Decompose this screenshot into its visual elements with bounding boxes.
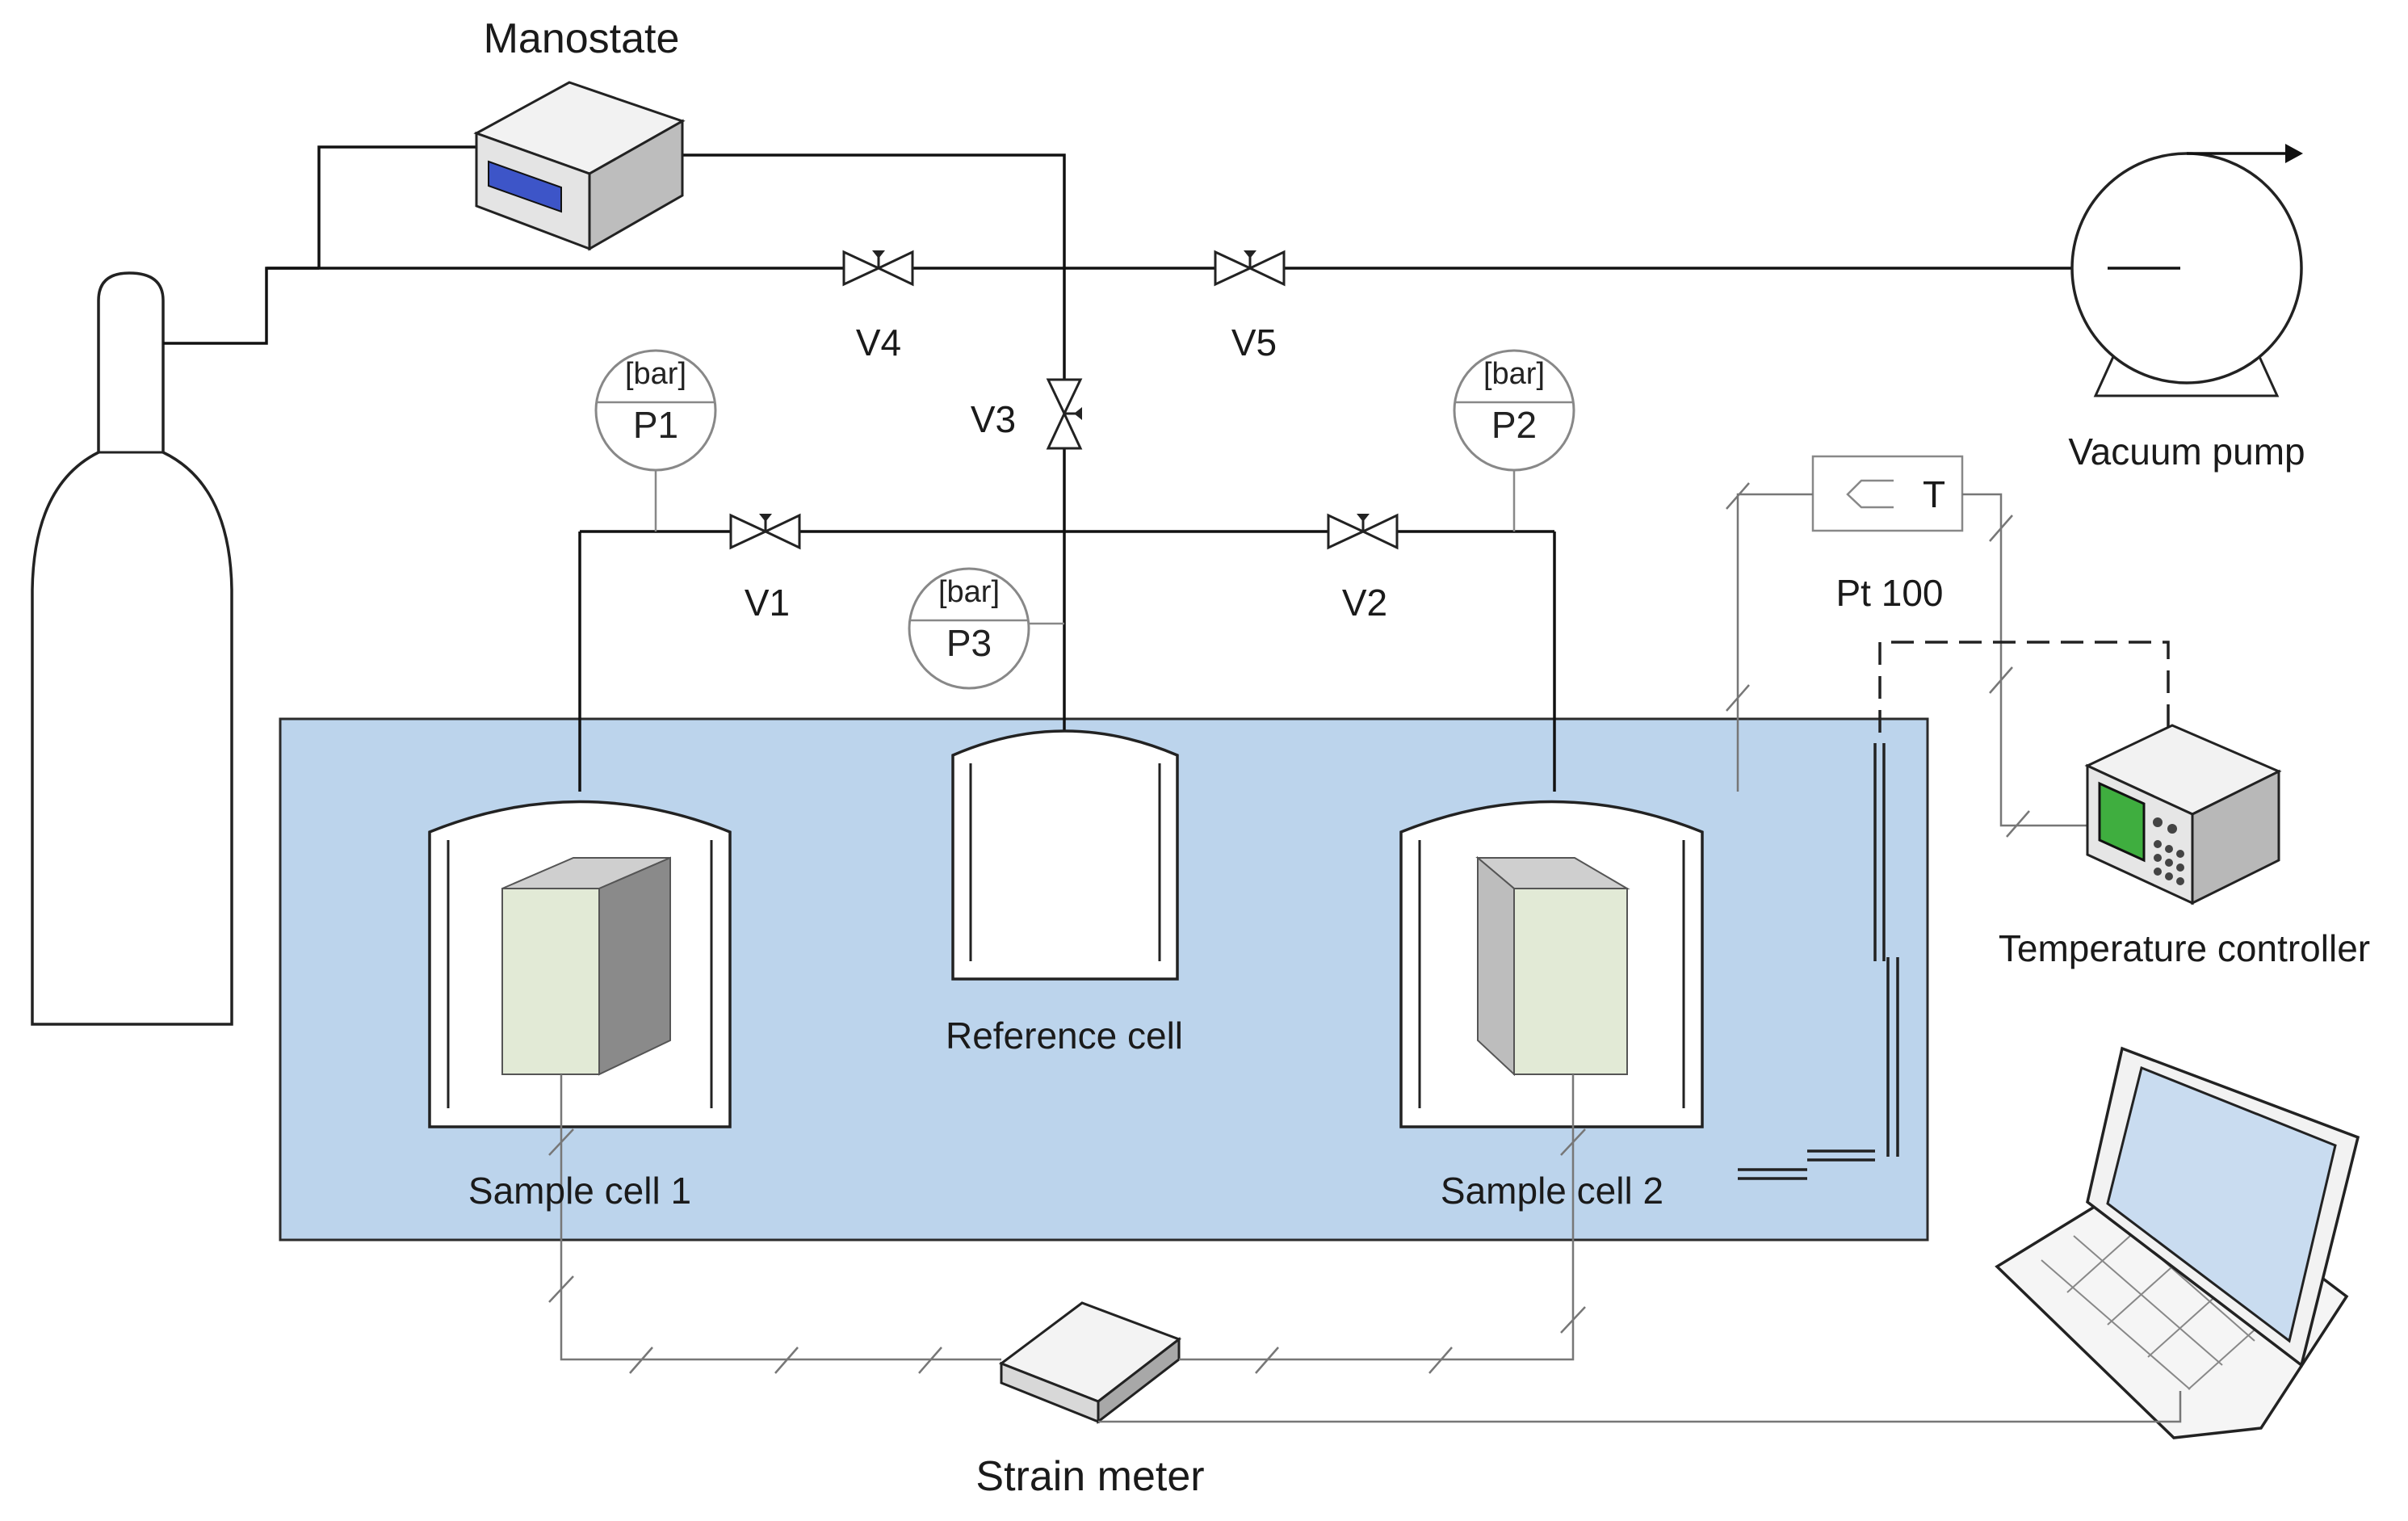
sample-block-1-front (501, 888, 600, 1075)
gauge-p3-id: P3 (946, 622, 992, 664)
gauge-p2-id: P2 (1491, 404, 1537, 446)
pt100-wire-right (1962, 493, 2098, 827)
laptop-computer (1995, 1046, 2360, 1439)
supply-pipe (163, 267, 319, 345)
gauge-p3-unit: [bar] (938, 575, 1000, 609)
valve-v3[interactable] (1046, 378, 1083, 450)
strain-wire-cell-1 (560, 1074, 1001, 1361)
strain-wire-cell-2 (1179, 1074, 1575, 1361)
temperature-controller (2084, 724, 2282, 905)
valve-v2-label: V2 (1342, 582, 1387, 624)
manostate-display (488, 160, 562, 213)
sample-block-2-front (1513, 888, 1628, 1075)
control-dashed-line (1878, 641, 2170, 743)
vacuum-pump-label: Vacuum pump (2068, 431, 2305, 473)
gauge-p2-unit: [bar] (1483, 357, 1545, 391)
valve-v1-label: V1 (745, 582, 790, 624)
laptop-screen (2106, 1065, 2337, 1343)
pt100-label: Pt 100 (1836, 572, 1944, 614)
pressure-gauge-p2: [bar] P2 (1453, 349, 1575, 532)
wire-ticks-pt100 (1726, 482, 2030, 838)
strain-meter-label: Strain meter (975, 1453, 1204, 1500)
reference-cell (951, 729, 1179, 981)
sample-cell-1 (428, 800, 732, 1128)
sample-block-2-side (1477, 855, 1515, 1077)
temperature-controller-label: Temperature controller (1999, 927, 2370, 969)
gauge-p1-unit: [bar] (625, 357, 686, 391)
pt100-wire-left (1736, 493, 1813, 792)
valve-v4[interactable] (842, 250, 914, 287)
manostate-label: Manostate (484, 15, 680, 62)
sample-cell-2-label: Sample cell 2 (1441, 1170, 1663, 1212)
controller-screen (2098, 781, 2146, 863)
valve-v5[interactable] (1214, 250, 1286, 287)
valve-v5-label: V5 (1231, 321, 1277, 363)
pt100-t-label: T (1923, 473, 1945, 515)
wire-ticks-strain (548, 1128, 1586, 1374)
valve-v1[interactable] (729, 513, 801, 550)
sample-block-1-side (598, 856, 671, 1076)
heater-coil (1738, 743, 1899, 1180)
sample-cell-2 (1399, 800, 1704, 1128)
vacuum-pump (2070, 144, 2303, 397)
gauge-p1-id: P1 (633, 404, 678, 446)
sample-cell-1-label: Sample cell 1 (468, 1170, 691, 1212)
valve-v4-label: V4 (856, 321, 901, 363)
gas-cylinder (31, 271, 233, 1026)
reference-cell-label: Reference cell (946, 1015, 1183, 1057)
pressure-gauge-p1: [bar] P1 (594, 349, 717, 532)
valve-v3-label: V3 (971, 398, 1016, 440)
manostate-line (317, 145, 489, 268)
pressure-gauge-p3: [bar] P3 (908, 567, 1064, 690)
strain-meter (998, 1301, 1182, 1425)
strain-wire-laptop (1098, 1391, 2182, 1423)
manostate-device (473, 81, 686, 251)
valve-v2[interactable] (1327, 513, 1399, 550)
pt100-sensor: T (1811, 455, 1964, 532)
